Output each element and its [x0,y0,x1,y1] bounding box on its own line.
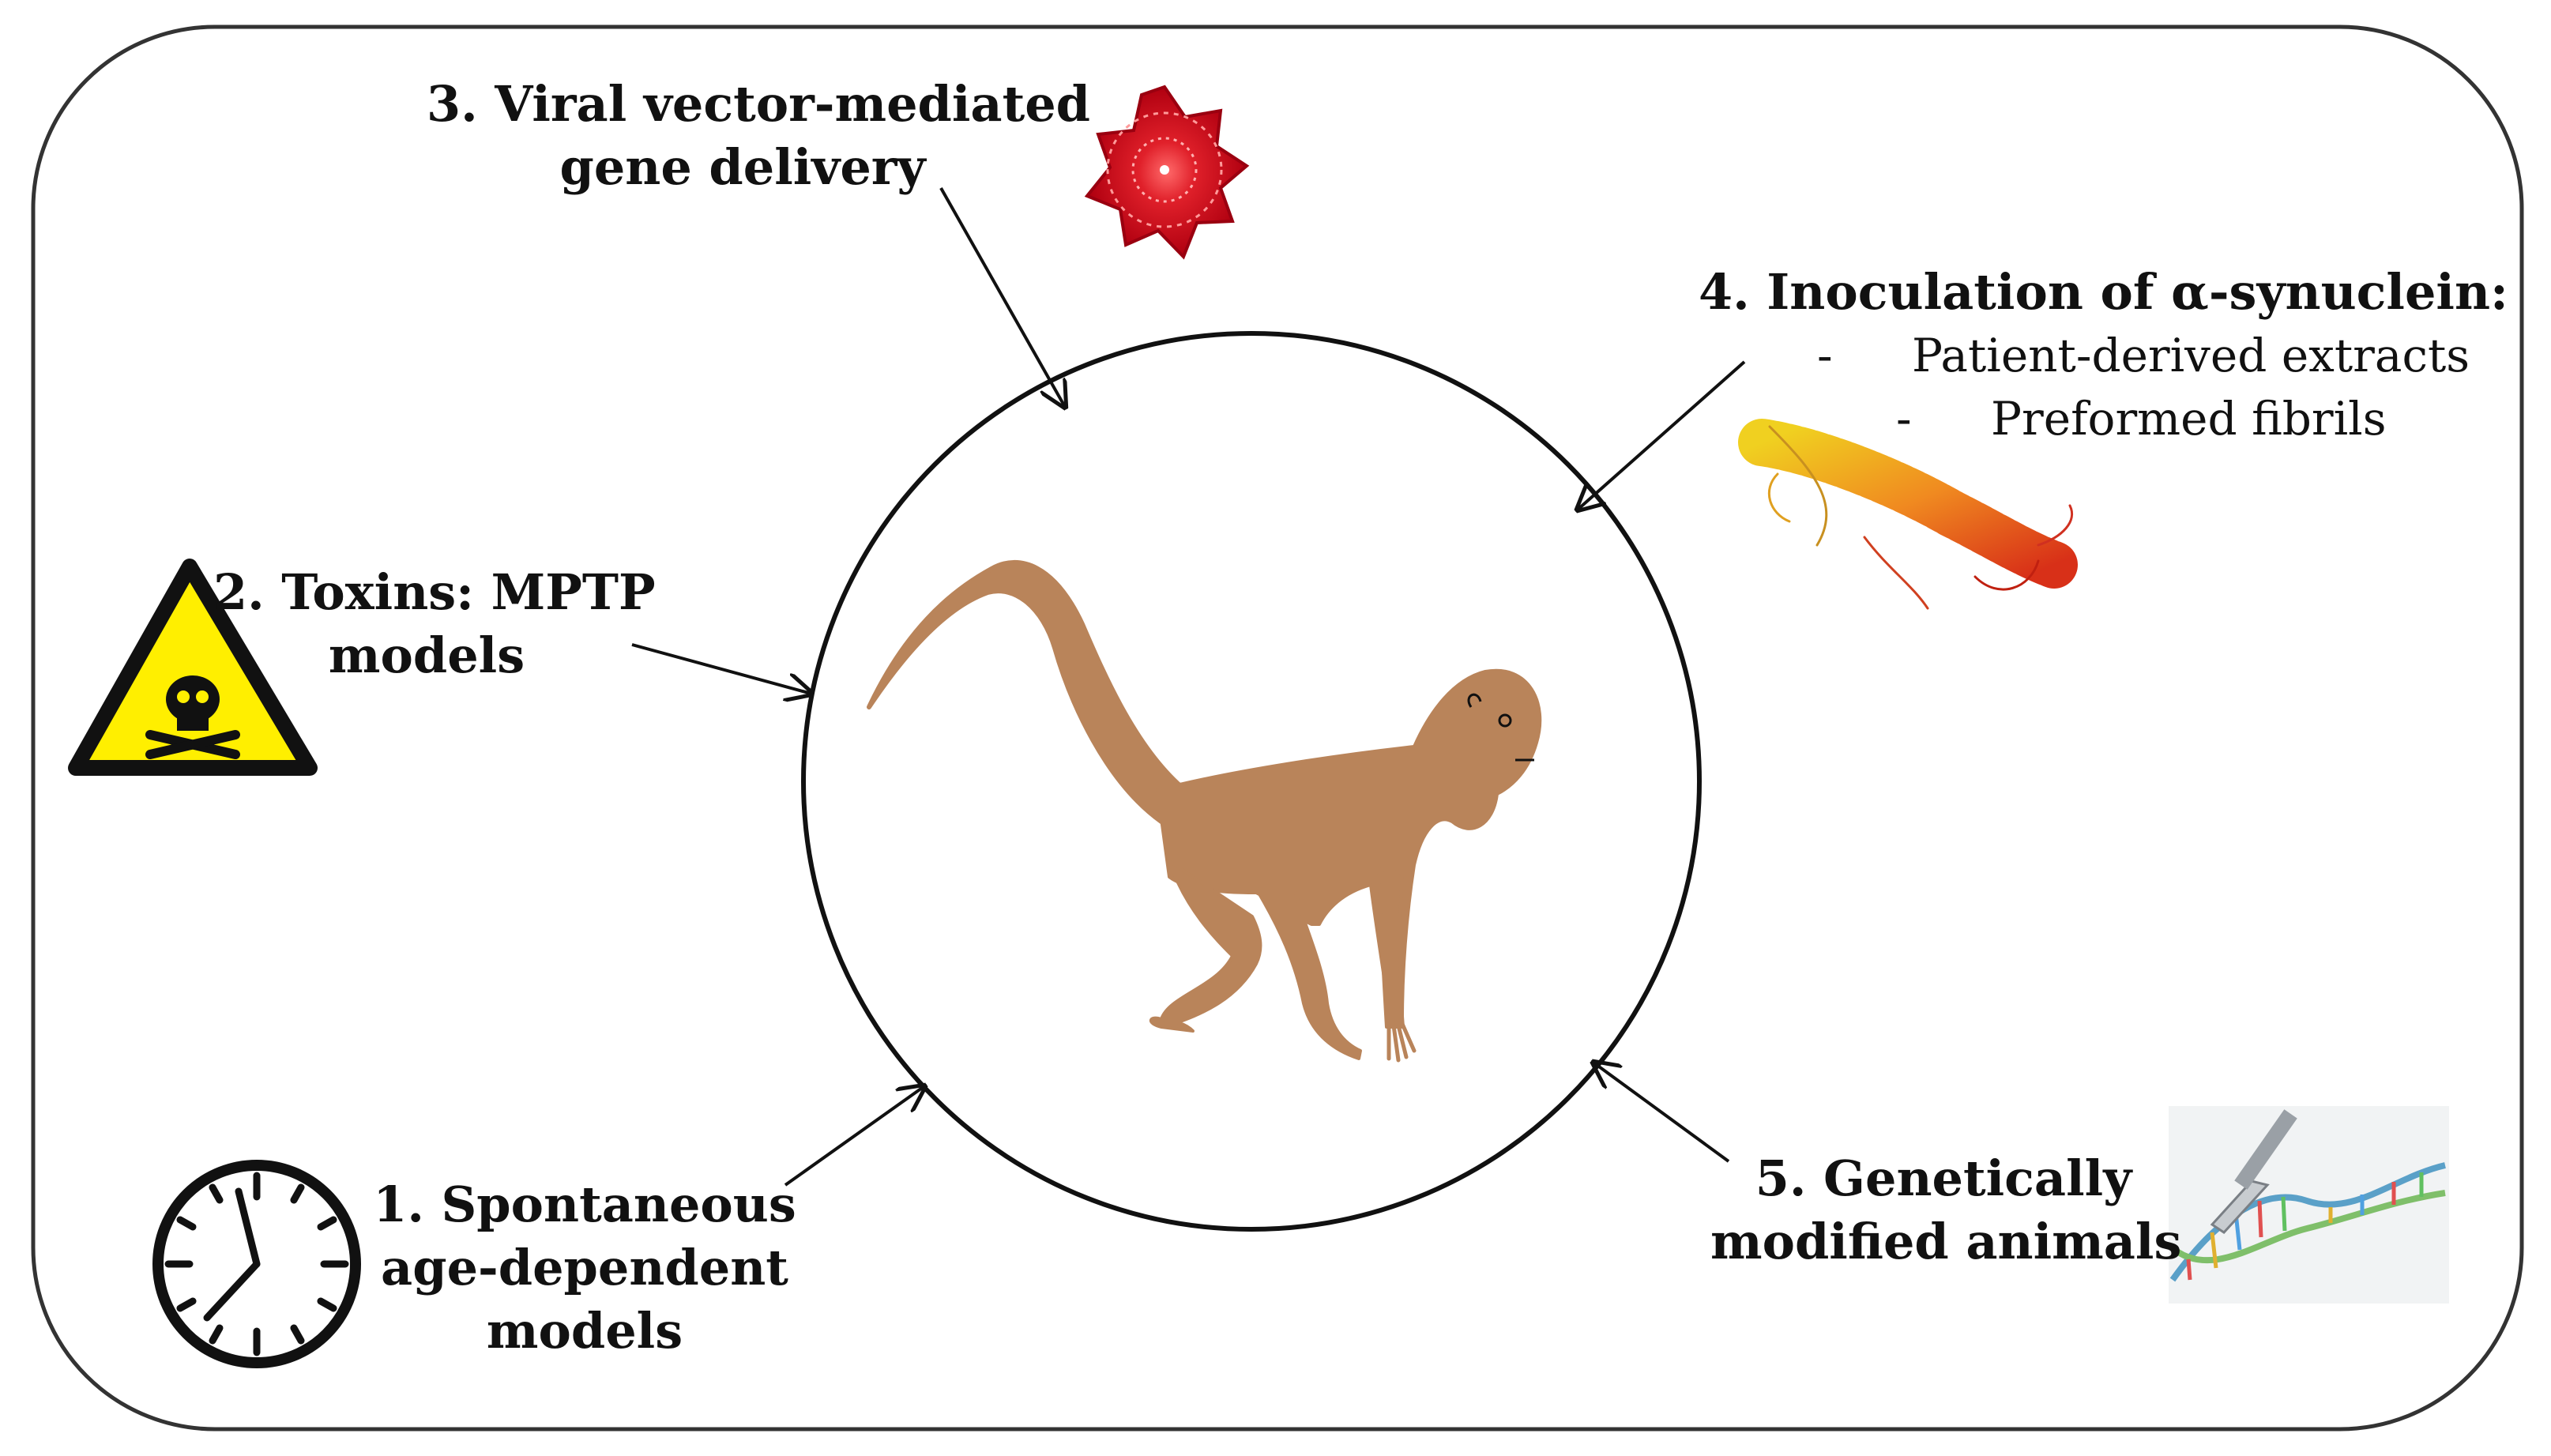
label-spontaneous-line-3: models [486,1302,683,1360]
protein-fibril-icon [1738,419,2078,610]
dna-scalpel-icon [2169,1106,2449,1304]
label-toxins: 2. Toxins: MPTP models [213,561,656,687]
arrow-viral-to-center [939,187,1065,407]
arrow-spontaneous-to-center [784,1086,924,1187]
virus-capsid-icon [1084,85,1250,260]
label-inoculation-item-2: -Preformed fibrils [1896,392,2387,446]
label-viral-line-1: 3. Viral vector-mediated [427,75,1091,133]
monkey-ear-detail [1467,693,1482,708]
monkey-icon [867,560,1542,1063]
inoculation-item-text-1: Patient-derived extracts [1912,329,2470,382]
label-inoculation-line-1: 4. Inoculation of α-synuclein: [1699,263,2508,321]
label-toxins-line-2: models [328,626,525,684]
inoculation-item-text-2: Preformed fibrils [1991,392,2387,446]
label-inoculation-title: 4. Inoculation of α-synuclein: [1699,261,2508,324]
label-inoculation-item-1: -Patient-derived extracts [1817,329,2470,382]
monkey-eye-detail [1498,713,1512,728]
arrow-genetic-to-center [1593,1063,1730,1163]
label-spontaneous: 1. Spontaneous age-dependent models [371,1173,798,1363]
clock-icon [152,1160,361,1368]
label-genetic-line-1: 5. Genetically [1755,1149,2132,1207]
label-genetic-line-2: modified animals [1710,1213,2182,1270]
label-spontaneous-line-2: age-dependent [381,1239,788,1296]
toxic-hazard-warning-icon [68,559,318,776]
arrow-toxins-to-center [631,643,811,694]
label-spontaneous-line-1: 1. Spontaneous [373,1176,796,1233]
label-genetic: 5. Genetically modified animals [1710,1147,2182,1274]
label-viral-vector: 3. Viral vector-mediated gene delivery [427,73,1091,199]
arrow-inoculation-to-center [1578,360,1746,510]
label-toxins-line-1: 2. Toxins: MPTP [213,563,656,621]
label-viral-line-2: gene delivery [559,138,926,196]
